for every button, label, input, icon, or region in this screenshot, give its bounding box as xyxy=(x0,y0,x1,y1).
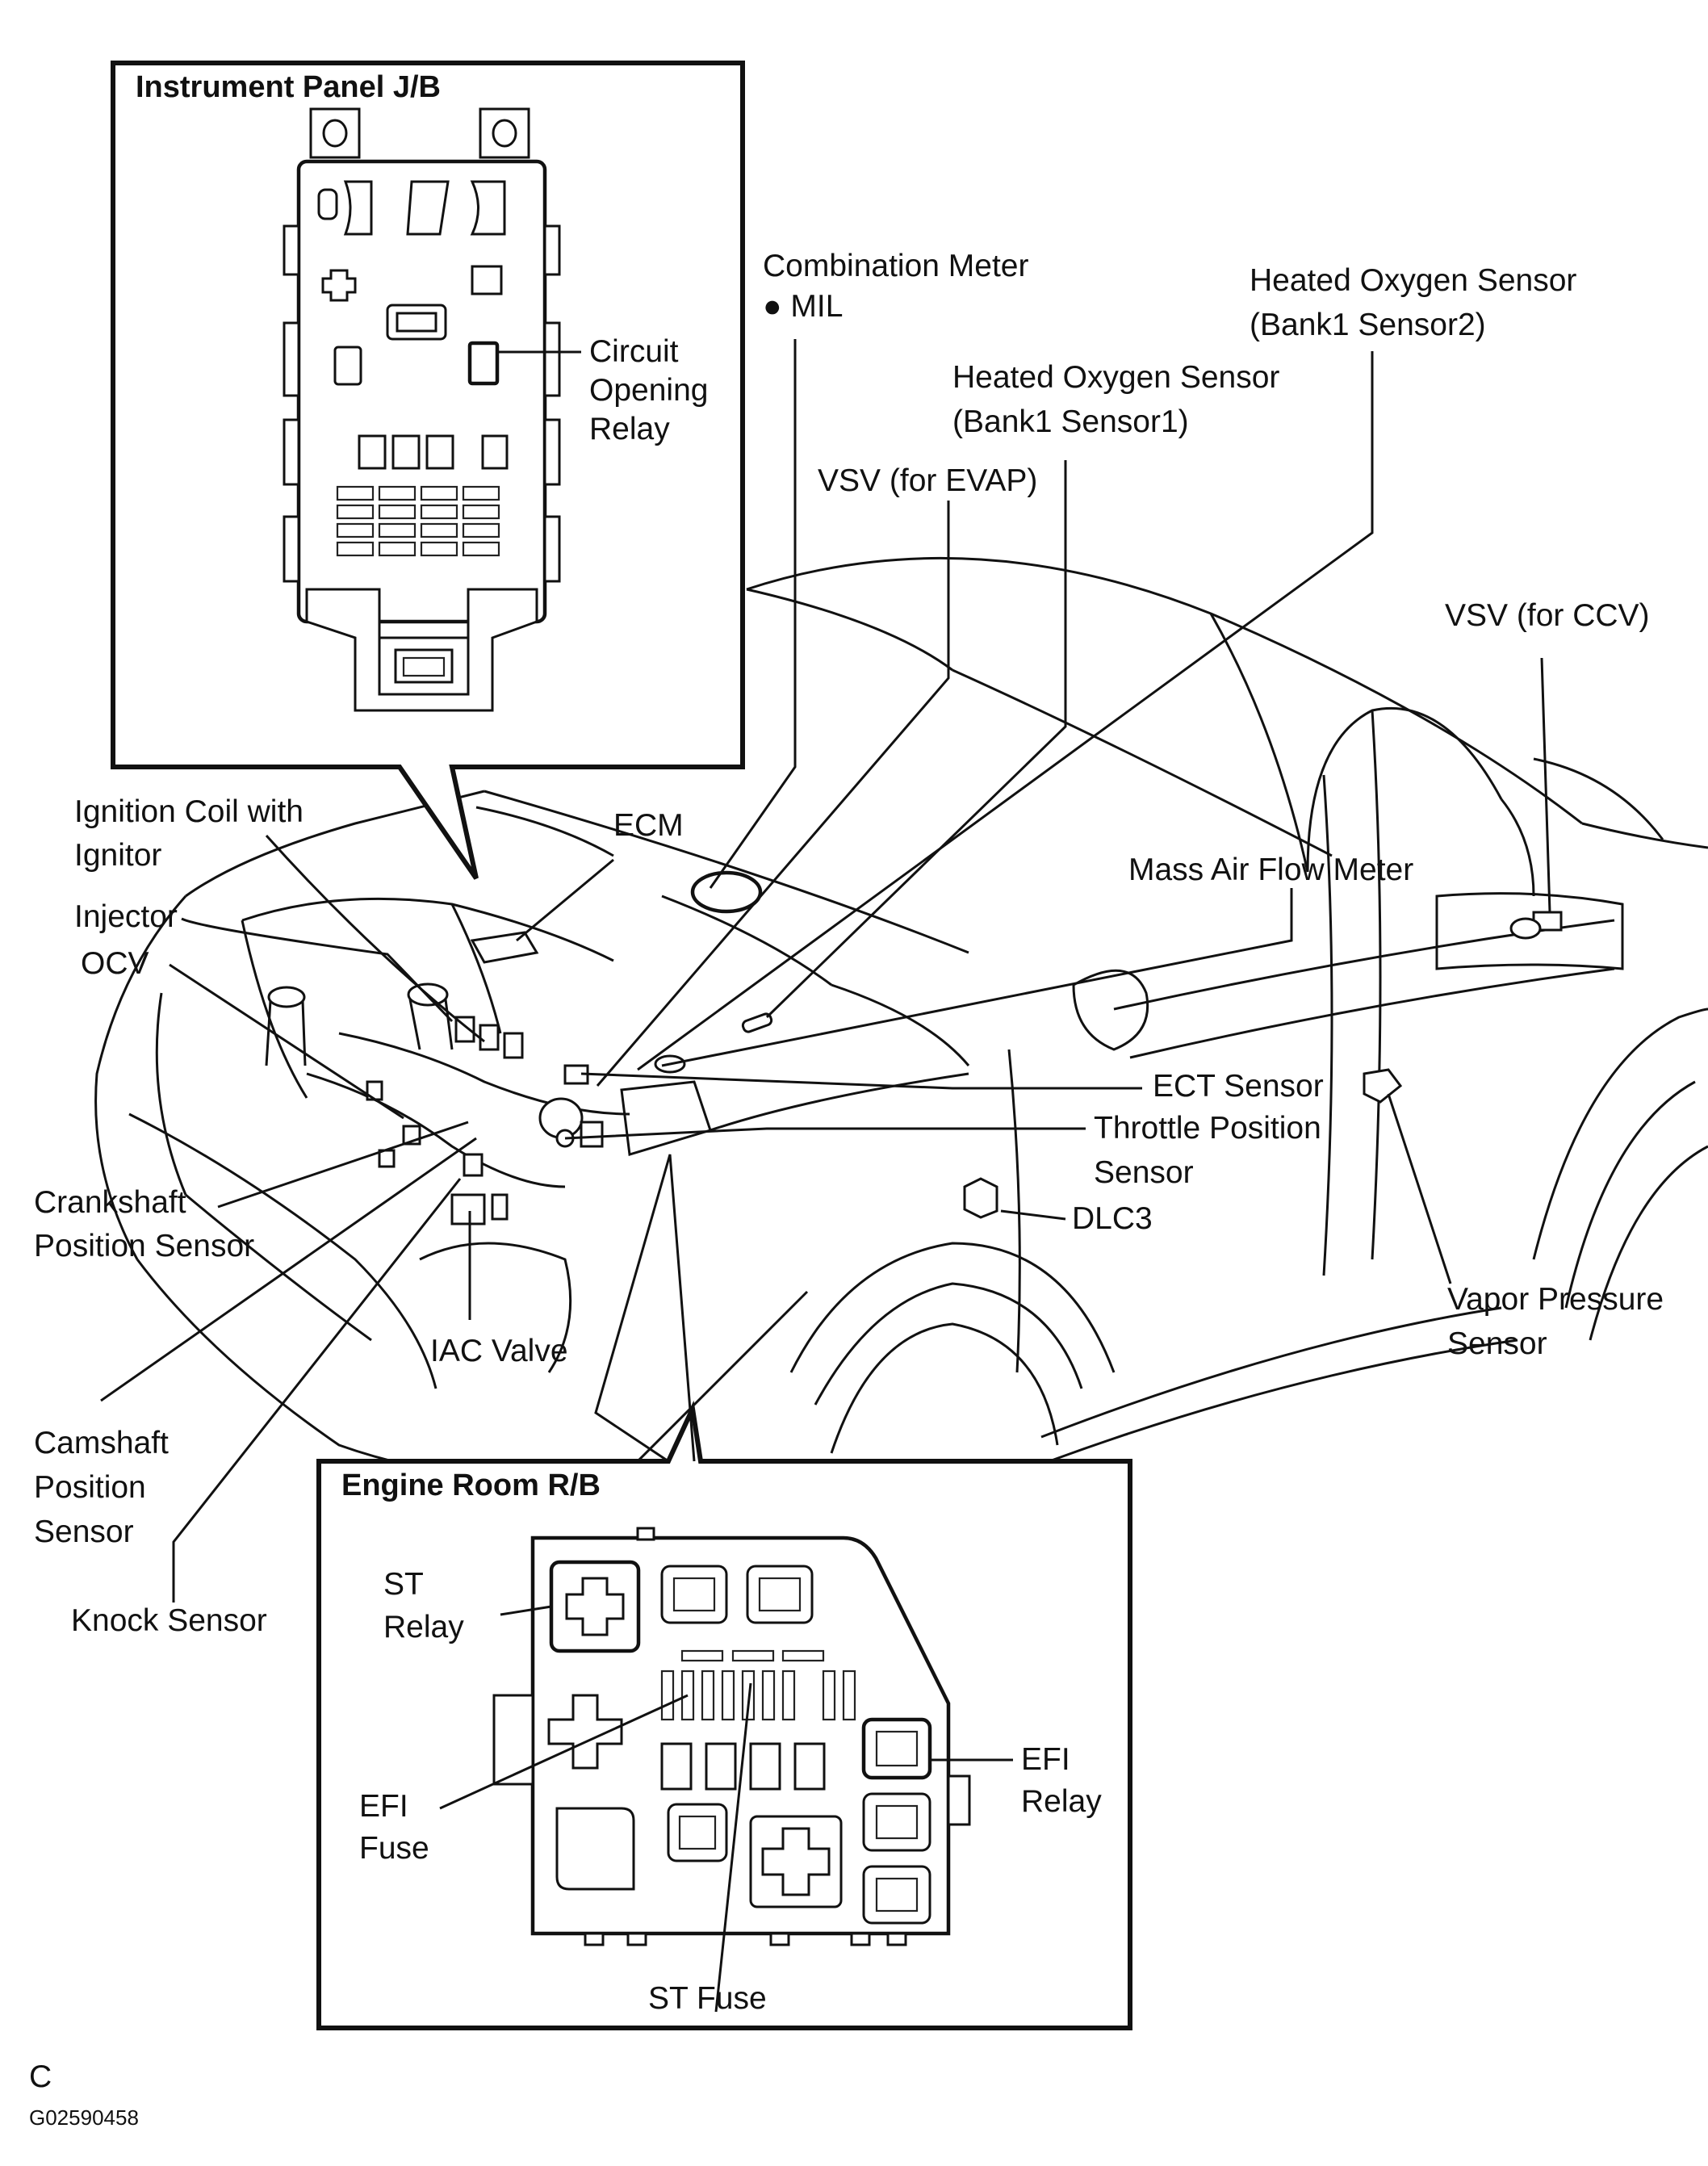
label-vapor-pressure-2: Sensor xyxy=(1447,1326,1547,1361)
engine-room-rb-inset: Engine Room R/B xyxy=(316,1400,1132,2030)
instrument-panel-title: Instrument Panel J/B xyxy=(136,70,441,104)
ecm-box xyxy=(470,931,539,964)
label-throttle-position-2: Sensor xyxy=(1094,1155,1194,1190)
engine-components xyxy=(265,870,1563,1225)
label-crankshaft-1: Crankshaft xyxy=(34,1185,186,1220)
label-vsv-evap: VSV (for EVAP) xyxy=(818,463,1037,498)
label-ect-sensor: ECT Sensor xyxy=(1153,1069,1324,1104)
label-mil: ● MIL xyxy=(763,289,843,324)
label-ho2s-bank1-sensor2-2: (Bank1 Sensor2) xyxy=(1250,308,1486,342)
label-throttle-position-1: Throttle Position xyxy=(1094,1111,1321,1146)
engine-room-title: Engine Room R/B xyxy=(341,1468,601,1502)
label-knock-sensor: Knock Sensor xyxy=(71,1603,267,1638)
label-ho2s-bank1-sensor2-1: Heated Oxygen Sensor xyxy=(1250,263,1576,298)
figure-code: G02590458 xyxy=(29,2105,139,2130)
label-ho2s-bank1-sensor1-1: Heated Oxygen Sensor xyxy=(952,360,1279,395)
label-ignition-coil-2: Ignitor xyxy=(74,838,161,873)
label-iac-valve: IAC Valve xyxy=(430,1334,568,1368)
label-efi-fuse-2: Fuse xyxy=(359,1831,429,1866)
label-efi-fuse-1: EFI xyxy=(359,1789,408,1824)
efi-relay xyxy=(861,1717,932,1780)
label-vapor-pressure-1: Vapor Pressure xyxy=(1447,1282,1664,1317)
label-efi-relay-2: Relay xyxy=(1021,1784,1102,1819)
label-st-relay-2: Relay xyxy=(383,1610,464,1644)
label-circuit-opening-relay-3: Relay xyxy=(589,412,670,446)
label-ecm: ECM xyxy=(613,808,684,843)
label-combination-meter: Combination Meter xyxy=(763,249,1028,283)
leader-lines xyxy=(100,339,1551,1603)
footer-letter: C xyxy=(29,2059,52,2094)
label-circuit-opening-relay-1: Circuit xyxy=(589,334,679,369)
label-st-fuse: ST Fuse xyxy=(648,1981,767,2016)
car-body xyxy=(94,556,1708,1487)
label-injector: Injector xyxy=(74,899,178,934)
label-mass-air-flow-meter: Mass Air Flow Meter xyxy=(1128,853,1413,887)
label-dlc3: DLC3 xyxy=(1072,1201,1153,1236)
labels: Combination Meter ● MIL Circuit Opening … xyxy=(34,249,1664,2016)
label-camshaft-3: Sensor xyxy=(34,1515,134,1549)
circuit-opening-relay xyxy=(467,341,500,386)
reservoir-cap xyxy=(267,986,306,1008)
label-circuit-opening-relay-2: Opening xyxy=(589,373,708,408)
combination-meter-ring xyxy=(690,870,763,914)
label-ocv: OCV xyxy=(81,946,149,981)
label-vsv-ccv: VSV (for CCV) xyxy=(1445,598,1650,633)
label-st-relay-1: ST xyxy=(383,1567,424,1602)
label-crankshaft-2: Position Sensor xyxy=(34,1229,254,1263)
label-ignition-coil-1: Ignition Coil with xyxy=(74,794,304,829)
label-camshaft-2: Position xyxy=(34,1470,146,1505)
instrument-panel-jb-inset: Instrument Panel J/B xyxy=(111,61,745,880)
label-ho2s-bank1-sensor1-2: (Bank1 Sensor1) xyxy=(952,404,1189,439)
label-camshaft-1: Camshaft xyxy=(34,1426,169,1460)
label-efi-relay-1: EFI xyxy=(1021,1742,1070,1777)
